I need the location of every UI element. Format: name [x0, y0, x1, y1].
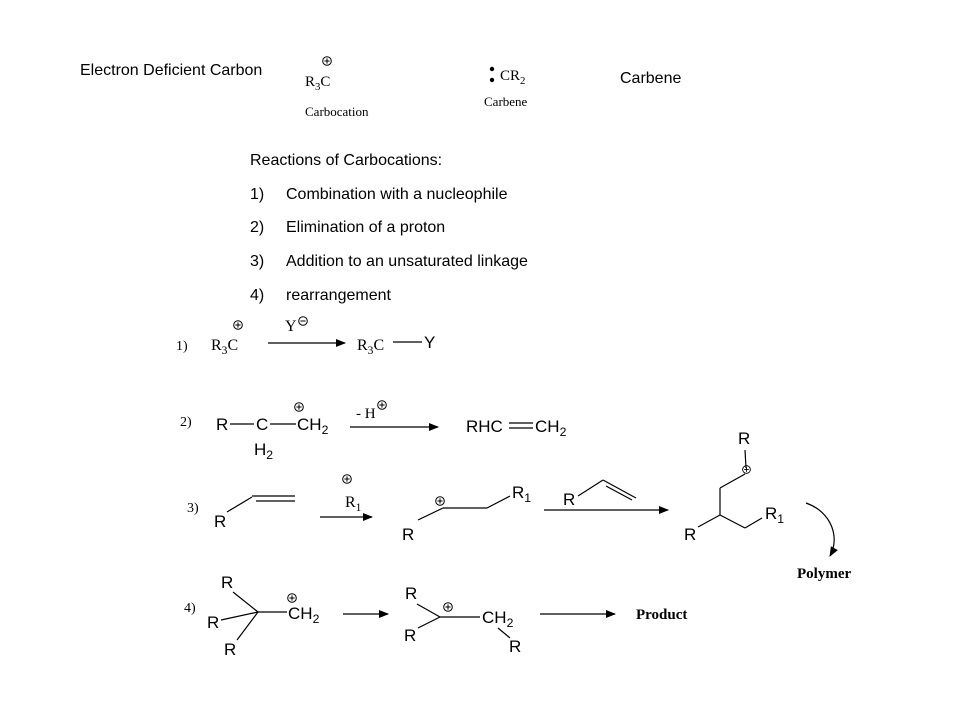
page-title-electron-deficient-carbon: Electron Deficient Carbon — [80, 62, 263, 79]
scheme-3-monomer-r: R — [563, 490, 575, 509]
carbocation-formula: R3​C — [305, 74, 330, 93]
scheme-2-c: C — [256, 415, 268, 434]
list-item-reaction-1: 1) Combination with a nucleophile — [250, 186, 507, 204]
bond-line — [497, 627, 511, 639]
double-bond-line — [605, 485, 633, 501]
positive-charge-icon — [377, 400, 387, 410]
bond-line — [417, 616, 441, 629]
scheme-4-r-mid: R — [207, 613, 219, 632]
list-item-number: 3) — [250, 253, 265, 270]
scheme-4-label: 4) — [184, 601, 196, 616]
scheme-4-int-r-top: R — [405, 584, 417, 603]
bond-line — [744, 449, 747, 469]
scheme-3: 3) R R1​ R R1​ R R R R1​ Poly — [187, 429, 851, 582]
scheme-4-int-ch2: CH2​ — [482, 608, 514, 630]
positive-charge-icon — [443, 602, 453, 612]
list-item-text: Elimination of a proton — [286, 219, 446, 236]
bond-line — [232, 591, 259, 613]
scheme-4-r-top: R — [221, 573, 233, 592]
bond-line — [719, 514, 746, 529]
bond-line — [416, 603, 441, 618]
scheme-3-final-r1: R1​ — [765, 504, 784, 526]
list-item-number: 1) — [250, 186, 265, 203]
lone-pair-dot-icon — [489, 77, 495, 83]
scheme-2-product-right: CH2​ — [535, 417, 567, 439]
positive-charge-icon — [233, 320, 243, 330]
list-item-reaction-3: 3) Addition to an unsaturated linkage — [250, 253, 528, 271]
scheme-3-prod-r1: R1​ — [512, 483, 531, 505]
bond-line — [417, 507, 444, 521]
scheme-1-reagent: Y — [285, 318, 297, 335]
list-item-reaction-2: 2) Elimination of a proton — [250, 219, 445, 237]
bond-line — [486, 495, 511, 509]
positive-charge-icon — [342, 474, 352, 484]
list-item-text: Combination with a nucleophile — [286, 186, 508, 203]
scheme-2-h2: H2​ — [254, 440, 273, 462]
bond-line — [220, 611, 259, 621]
double-bond-line — [602, 479, 637, 499]
bond-line — [577, 479, 604, 497]
scheme-2-ch2: CH2​ — [297, 415, 329, 437]
list-item-number: 4) — [250, 287, 265, 304]
carbene-formula: CR2​ — [500, 68, 525, 87]
lone-pair-dot-icon — [489, 66, 495, 72]
negative-charge-icon — [298, 316, 308, 326]
scheme-4: 4) R R R CH2​ R R CH2​ R Product — [184, 573, 687, 659]
bond-line — [236, 611, 259, 641]
scheme-3-r: R — [214, 512, 226, 531]
scheme-2-product-left: RHC — [466, 417, 503, 436]
scheme-1-reactant: R3​C — [211, 337, 238, 357]
carbocation-caption: Carbocation — [305, 104, 369, 119]
scheme-2: 2) R C CH2​ H2​ - H RHC CH2​ — [180, 400, 567, 462]
positive-charge-icon — [435, 496, 445, 506]
scheme-1-product-group: Y — [424, 333, 435, 352]
scheme-2-reagent: - H — [356, 406, 376, 422]
reactions-heading: Reactions of Carbocations: — [250, 152, 443, 169]
list-item-text: Addition to an unsaturated linkage — [286, 253, 528, 270]
bond-line — [697, 514, 721, 528]
carbene-structure: CR2​ Carbene — [484, 66, 528, 109]
scheme-4-int-r-bot: R — [404, 626, 416, 645]
scheme-3-reagent: R1​ — [345, 494, 362, 514]
list-item-number: 2) — [250, 219, 265, 236]
positive-charge-icon — [294, 402, 304, 412]
scheme-4-r-bot: R — [224, 640, 236, 659]
bond-line — [719, 473, 746, 489]
scheme-2-r: R — [216, 415, 228, 434]
carbocation-structure: R3​C Carbocation — [305, 56, 369, 119]
scheme-3-final-r-top: R — [738, 429, 750, 448]
curved-arrow-icon — [805, 502, 838, 557]
scheme-3-final-r-left: R — [684, 525, 696, 544]
positive-charge-icon — [287, 593, 297, 603]
carbene-heading: Carbene — [620, 70, 682, 87]
scheme-4-ch2: CH2​ — [288, 604, 320, 626]
bond-line — [744, 517, 763, 529]
list-item-text: rearrangement — [286, 287, 391, 304]
scheme-4-int-r: R — [509, 637, 521, 656]
positive-charge-icon — [322, 56, 332, 66]
scheme-1: 1) R3​C Y R3​C Y — [176, 316, 435, 357]
scheme-1-label: 1) — [176, 339, 188, 354]
scheme-3-label: 3) — [187, 501, 199, 516]
scheme-1-product-carbon: R3​C — [357, 337, 384, 357]
scheme-2-label: 2) — [180, 415, 192, 430]
scheme-3-prod-r: R — [402, 525, 414, 544]
bond-line — [226, 496, 253, 513]
carbene-caption: Carbene — [484, 94, 528, 109]
scheme-3-polymer: Polymer — [797, 566, 851, 582]
list-item-reaction-4: 4) rearrangement — [250, 287, 391, 305]
scheme-4-product: Product — [636, 607, 687, 623]
